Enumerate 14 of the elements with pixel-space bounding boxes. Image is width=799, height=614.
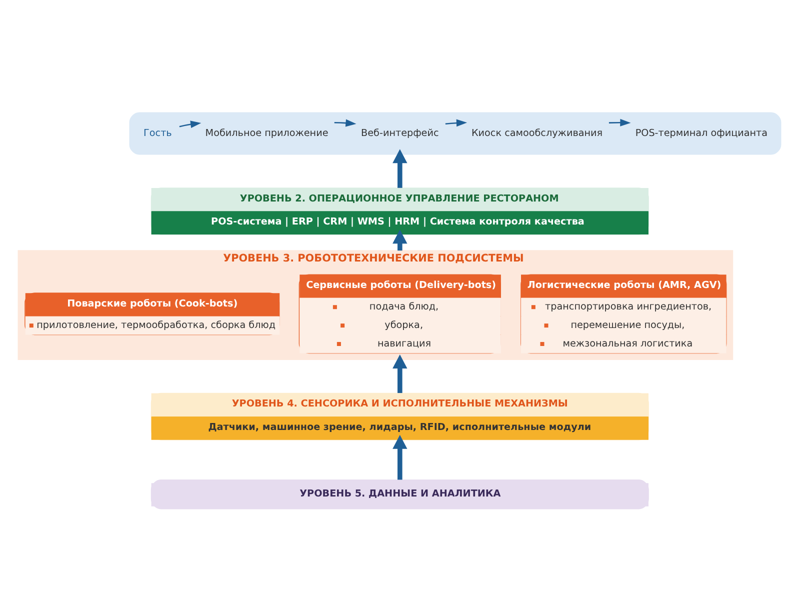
node-text: Гость xyxy=(144,127,172,138)
arrow xyxy=(179,120,202,128)
cluster xyxy=(129,112,782,154)
node-text: Киоск самообслуживания xyxy=(471,127,603,138)
node-text: Веб-интерфейс xyxy=(361,127,439,138)
arrow xyxy=(445,118,468,126)
arrow xyxy=(392,354,408,393)
node-text: Мобильное приложение xyxy=(205,127,328,138)
arrow xyxy=(608,118,631,126)
arrow xyxy=(392,434,408,480)
arrow xyxy=(392,148,408,188)
node-text: POS-терминал официанта xyxy=(635,127,768,138)
arrow xyxy=(392,229,408,250)
arrow xyxy=(334,118,356,126)
